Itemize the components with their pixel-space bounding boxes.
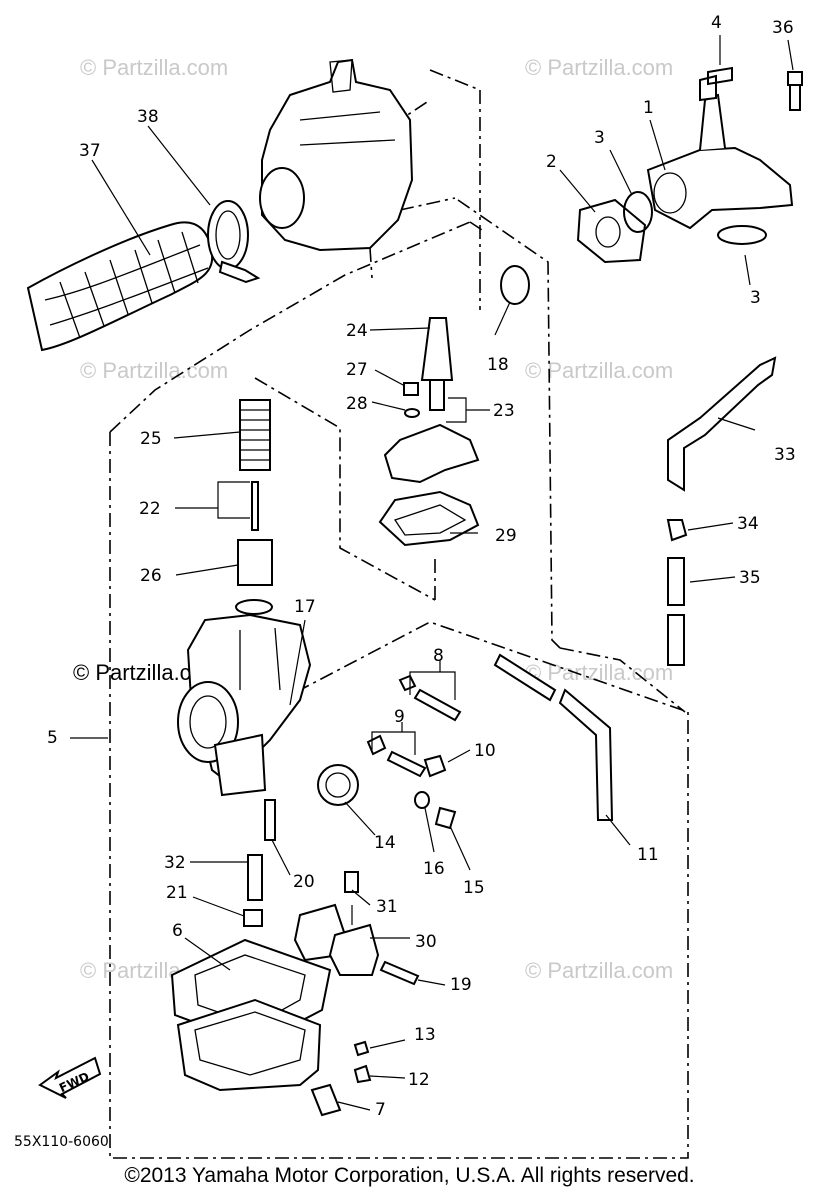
leader-lines [70,35,794,1111]
vent-hose [666,356,777,666]
seal [500,265,530,305]
throttle-slide-assembly [235,399,273,615]
jets [243,799,359,927]
callout-38: 38 [137,107,159,127]
callout-14: 14 [374,833,396,853]
diagram-code: 55X110-6060 [14,1134,109,1150]
float-assembly [293,903,420,986]
callout-16: 16 [423,859,445,879]
cap-and-screw [317,764,457,830]
watermark: © Partzilla.com [80,358,228,383]
watermark: © Partzilla.com [525,958,673,983]
callout-19: 19 [450,975,472,995]
callout-23: 23 [493,401,515,421]
callout-2: 2 [546,152,557,172]
callout-3: 3 [750,288,761,308]
gasket [576,198,647,264]
air-box [259,58,414,252]
callout-17: 17 [294,597,316,617]
top-cap-assembly [378,317,480,547]
callout-9: 9 [394,707,405,727]
callout-25: 25 [140,429,162,449]
bolts [699,66,803,111]
callout-6: 6 [172,921,183,941]
callout-20: 20 [293,872,315,892]
callout-35: 35 [739,568,761,588]
callout-24: 24 [346,321,368,341]
watermark: © Partzilla.com [80,55,228,80]
copyright-notice: ©2013 Yamaha Motor Corporation, U.S.A. A… [124,1164,695,1187]
hose-clamp [207,200,261,284]
callout-18: 18 [487,355,509,375]
callout-31: 31 [376,897,398,917]
float-bowl [170,938,372,1117]
callout-3: 3 [594,128,605,148]
callout-34: 34 [737,514,759,534]
callout-11: 11 [637,845,659,865]
callout-26: 26 [140,566,162,586]
callout-28: 28 [346,394,368,414]
callout-15: 15 [463,878,485,898]
intake-manifold [646,93,794,230]
callout-22: 22 [139,499,161,519]
callout-37: 37 [79,141,101,161]
callout-13: 13 [414,1025,436,1045]
callout-33: 33 [774,445,796,465]
callout-21: 21 [166,883,188,903]
callout-36: 36 [772,18,794,38]
callout-labels: 1 2 3 3 4 5 6 7 8 9 10 11 12 13 14 15 16… [47,13,796,1120]
callout-30: 30 [415,932,437,952]
callout-8: 8 [433,646,444,666]
overflow-hose [493,653,614,821]
watermark: © Partzilla.com [525,55,673,80]
carburetor-body [177,613,312,797]
callout-4: 4 [711,13,722,33]
callout-27: 27 [346,360,368,380]
callout-12: 12 [408,1070,430,1090]
intake-boot [26,221,214,352]
callout-10: 10 [474,741,496,761]
callout-29: 29 [495,526,517,546]
fwd-arrow-icon: FWD [38,1056,102,1099]
callout-32: 32 [164,853,186,873]
callout-7: 7 [375,1100,386,1120]
callout-5: 5 [47,728,58,748]
pilot-screws [366,674,462,778]
watermark: © Partzilla.com [525,358,673,383]
o-rings [623,191,767,245]
callout-1: 1 [643,98,654,118]
